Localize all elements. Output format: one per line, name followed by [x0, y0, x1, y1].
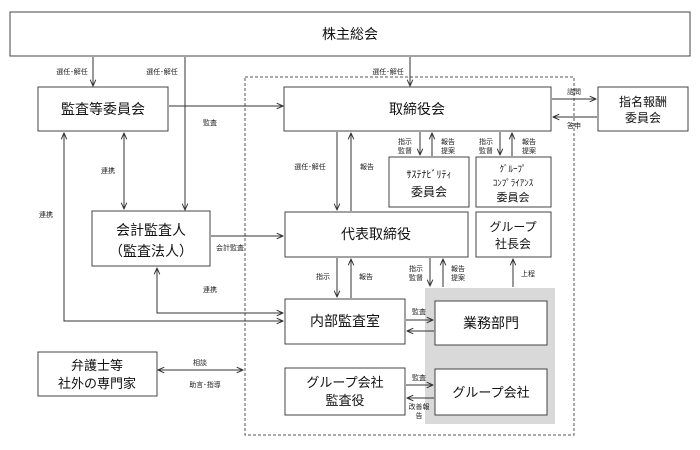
- report-label-1a: 報告: [441, 137, 455, 146]
- business-dept-box: [434, 300, 548, 346]
- sustainability-label-1: ｻｽﾃﾅﾋﾞﾘﾃｨ: [407, 169, 452, 181]
- group-presidents-box: [475, 211, 552, 258]
- accounting-audit-label: 会計監査: [216, 243, 244, 252]
- group-auditor-box: [284, 367, 406, 416]
- instruct-label-1a: 指示: [398, 137, 412, 146]
- compliance-box: [475, 156, 552, 208]
- group-company-box: [434, 368, 548, 416]
- instruct-label-4a: 指示: [409, 264, 423, 273]
- instruct-label-3: 指示: [316, 272, 330, 281]
- improve-label-b: 告: [416, 411, 423, 420]
- group-company-label: グループ会社: [452, 385, 529, 401]
- nomination-label-1: 指名報酬: [619, 94, 667, 109]
- internal-audit-box: [284, 298, 406, 345]
- report-label-5b: 提案: [451, 273, 465, 282]
- advice-label: 助言･指導: [189, 380, 221, 389]
- report-label-1b: 提案: [441, 146, 455, 155]
- audit-committee-label: 監査等委員会: [61, 101, 145, 118]
- elect-label-1: 選任･解任: [56, 67, 88, 76]
- board-label: 取締役会: [389, 101, 445, 118]
- answer-label: 答申: [567, 121, 581, 130]
- compliance-label-3: 委員会: [497, 191, 530, 204]
- group-presidents-label-2: 社長会: [495, 236, 531, 251]
- representative-box: [284, 211, 469, 258]
- compliance-label-1: ｸﾞﾙｰﾌﾟ: [499, 164, 526, 175]
- instruct-label-1b: 監督: [398, 146, 412, 155]
- report-label-2b: 提案: [522, 146, 536, 155]
- group-auditor-label-2: 監査役: [325, 393, 364, 409]
- audit-label: 監査: [203, 118, 217, 127]
- internal-audit-label: 内部監査室: [310, 313, 380, 330]
- accounting-auditor-label-1: 会計監査人: [116, 222, 186, 239]
- sustainability-label-2: 委員会: [411, 185, 447, 199]
- instruct-label-2b: 監督: [479, 146, 493, 155]
- audit-label-2: 監査: [412, 307, 426, 316]
- lawyers-label-2: 社外の専門家: [58, 376, 136, 392]
- audit-committee-box: [37, 86, 169, 132]
- shareholders-label: 株主総会: [322, 27, 378, 43]
- board-box: [283, 86, 552, 132]
- group-presidents-label-1: グループ: [489, 220, 536, 234]
- lawyers-box: [37, 351, 158, 397]
- report-label-4: 報告: [359, 272, 373, 281]
- elect-label-4: 選任･解任: [294, 162, 326, 171]
- consult-label-2: 相談: [193, 358, 207, 367]
- accounting-auditor-label-2: （監査法人）: [109, 243, 193, 260]
- compliance-label-2: ｺﾝﾌﾟﾗｲｱﾝｽ: [493, 178, 534, 189]
- elect-label-3: 選任･解任: [372, 67, 404, 76]
- instruct-label-2a: 指示: [479, 137, 493, 146]
- sustainability-box: [388, 156, 470, 208]
- report-label-5a: 報告: [451, 264, 465, 273]
- group-auditor-label-1: グループ会社: [306, 375, 383, 391]
- submit-label: 上程: [521, 269, 535, 278]
- accounting-auditor-internal-audit-link: [157, 268, 283, 313]
- report-label-2a: 報告: [522, 137, 536, 146]
- report-label-3: 報告: [360, 162, 374, 171]
- nomination-box: [597, 86, 689, 132]
- nomination-label-2: 委員会: [625, 111, 661, 125]
- shareholders-box: [9, 11, 691, 57]
- coop-label-3: 連携: [203, 285, 217, 294]
- audit-label-3: 監査: [412, 373, 426, 382]
- coop-label-1: 連携: [101, 166, 115, 175]
- elect-label-2: 選任･解任: [146, 67, 178, 76]
- representative-label: 代表取締役: [341, 226, 411, 243]
- coop-label-2: 連携: [39, 210, 53, 219]
- improve-label-a: 改善報: [409, 402, 430, 411]
- business-dept-label: 業務部門: [463, 316, 519, 332]
- instruct-label-4b: 監督: [409, 273, 423, 282]
- consult-label: 諮問: [567, 87, 581, 96]
- audit-committee-internal-audit-link: [64, 133, 283, 321]
- lawyers-label-1: 弁護士等: [71, 358, 123, 374]
